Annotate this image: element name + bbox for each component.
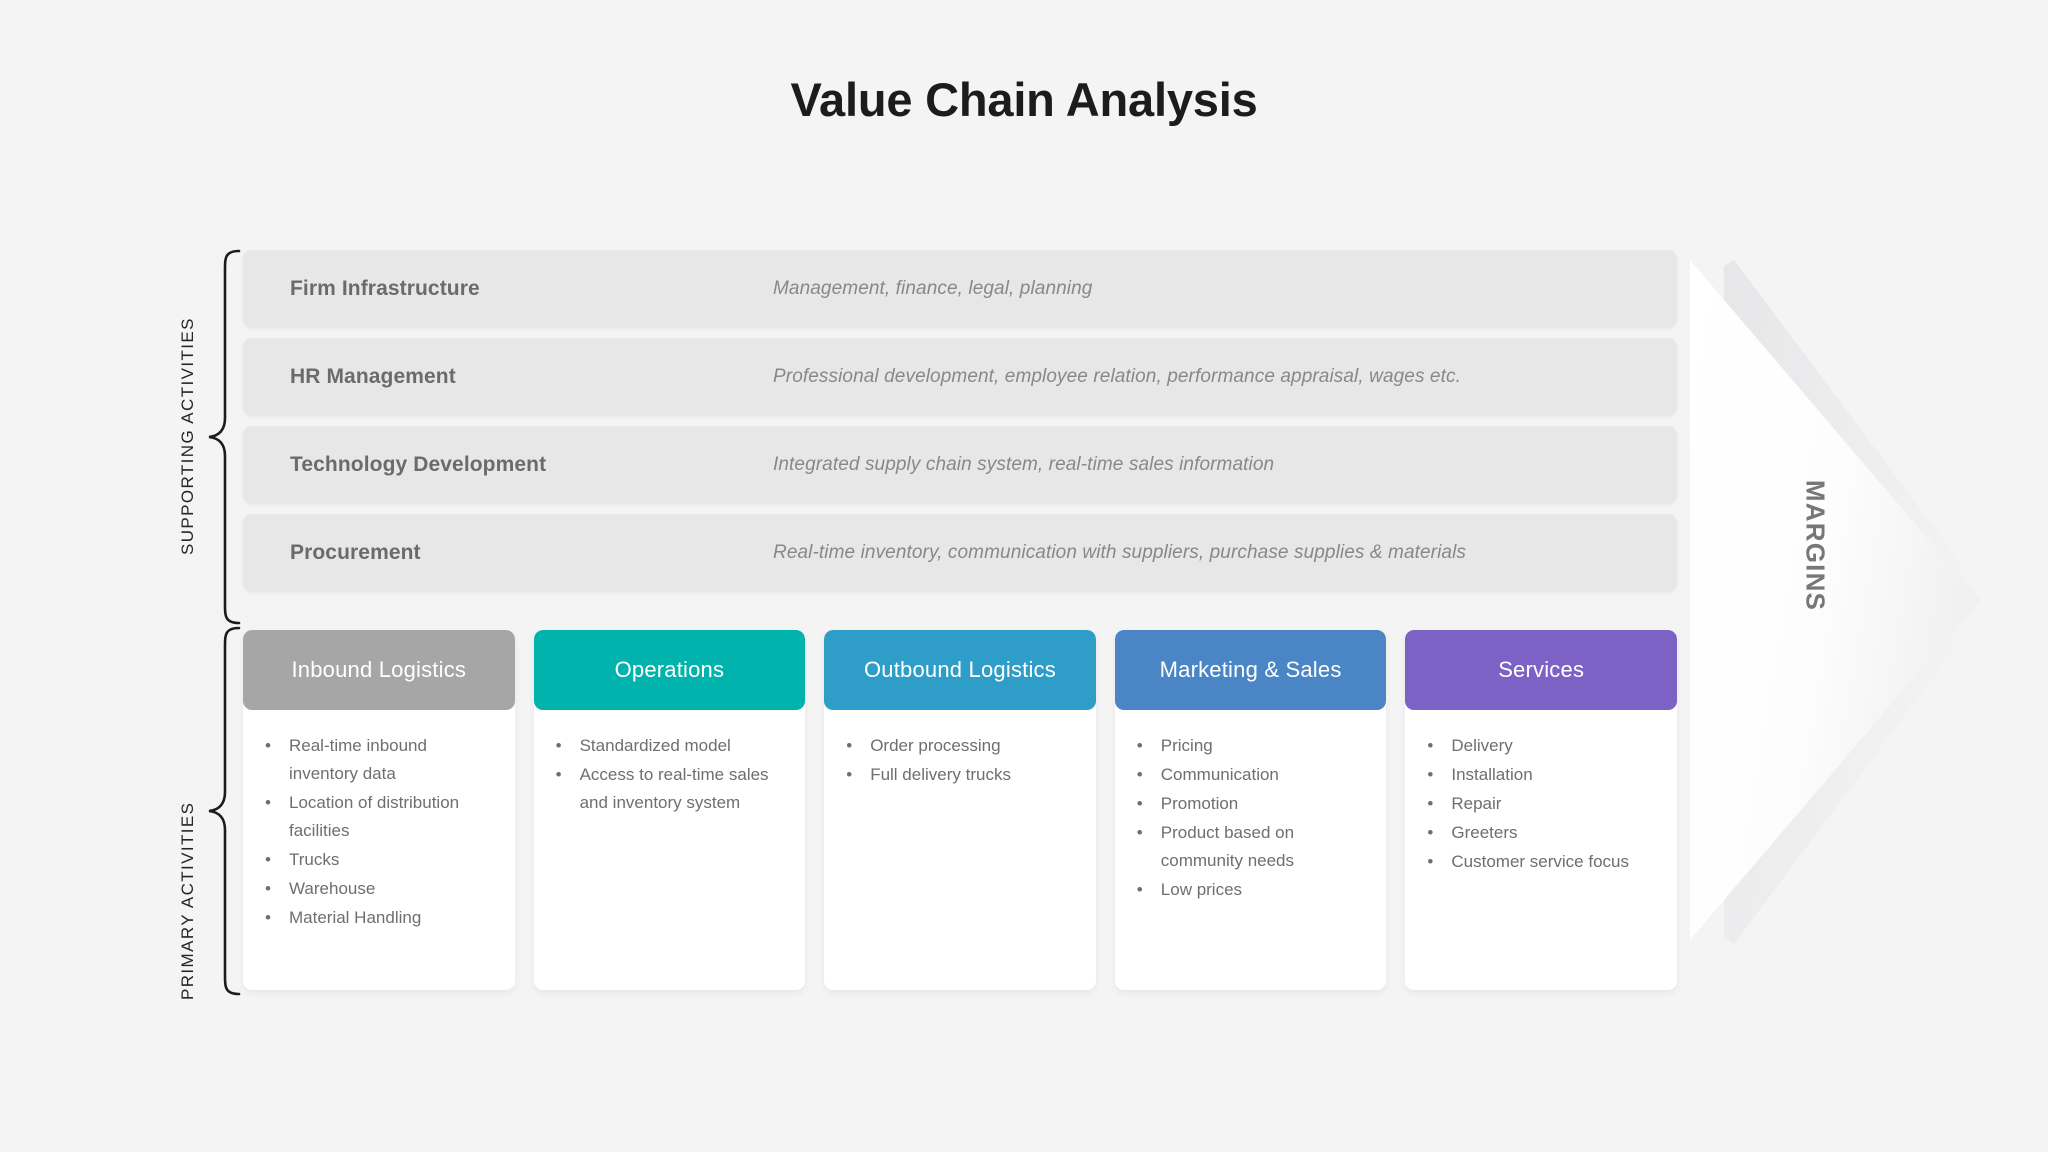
- supporting-activity-description: Management, finance, legal, planning: [773, 278, 1093, 299]
- primary-activity-card[interactable]: Services • Delivery • Installation • Repair • G…: [1405, 630, 1677, 990]
- margins-label: MARGINS: [1800, 479, 1831, 612]
- bullet-dot-icon: •: [1427, 736, 1434, 755]
- primary-activity-items: • Real-time inbound inventory data • Locati…: [243, 710, 515, 990]
- supporting-activity-title: HR Management: [290, 365, 456, 388]
- bullet-dot-icon: •: [1136, 880, 1143, 899]
- bullet-text: Material Handling: [289, 908, 422, 927]
- bullet-item: • Greeters: [1427, 819, 1661, 847]
- bullet-text: Standardized model: [579, 736, 731, 755]
- bullet-text: Promotion: [1160, 794, 1239, 813]
- primary-activity-card[interactable]: Outbound Logistics • Order processing • Ful…: [824, 630, 1096, 990]
- bullet-text: Pricing: [1160, 736, 1213, 755]
- supporting-activity-title: Firm Infrastructure: [290, 277, 480, 300]
- supporting-activities-brace: [208, 249, 241, 625]
- supporting-activities-label: SUPPORTING ACTIVITIES: [178, 317, 197, 555]
- bullet-item: • Repair: [1427, 790, 1661, 818]
- bullet-text: Customer service focus: [1451, 852, 1629, 871]
- bullet-text: Low prices: [1160, 880, 1243, 899]
- bullet-item: • Standardized model: [556, 732, 790, 760]
- bullet-item: • Low prices: [1137, 876, 1371, 904]
- margins-arrow: [1690, 260, 1990, 944]
- bullet-item: • Real-time inbound inventory data: [265, 732, 499, 788]
- bullet-dot-icon: •: [1427, 823, 1434, 842]
- bullet-item: • Material Handling: [265, 904, 499, 932]
- primary-activity-card[interactable]: Operations • Standardized model • Access to…: [533, 630, 806, 990]
- bullet-text: Access to real-time sales and inventory …: [579, 765, 769, 812]
- bullet-dot-icon: •: [265, 908, 271, 927]
- bullet-item: • Pricing: [1137, 732, 1371, 760]
- primary-activity-card[interactable]: Inbound Logistics • Real-time inbound inv…: [243, 630, 515, 990]
- primary-activity-card[interactable]: Marketing & Sales • Pricing • Communication…: [1114, 630, 1387, 990]
- bullet-text: Installation: [1451, 765, 1533, 784]
- bullet-item: • Order processing: [846, 732, 1080, 760]
- supporting-activity-row[interactable]: Procurement Real-time inventory, communi…: [243, 514, 1677, 592]
- bullet-item: • Access to real-time sales and inventory…: [556, 761, 790, 817]
- supporting-activity-description: Professional development, employee relat…: [773, 366, 1461, 387]
- bullet-text: Product based on community needs: [1160, 823, 1295, 870]
- bullet-text: Greeters: [1451, 823, 1518, 842]
- primary-activity-header[interactable]: Outbound Logistics: [824, 630, 1096, 710]
- bullet-dot-icon: •: [846, 736, 853, 755]
- supporting-activity-title: Technology Development: [290, 453, 547, 476]
- bullet-dot-icon: •: [1427, 794, 1434, 813]
- bullet-text: Location of distribution facilities: [289, 793, 460, 840]
- primary-activity-items: • Standardized model • Access to real-time …: [534, 710, 806, 990]
- primary-activity-header[interactable]: Operations: [533, 630, 806, 710]
- bullet-item: • Product based on community needs: [1137, 819, 1371, 875]
- primary-activity-header[interactable]: Services: [1405, 630, 1677, 710]
- primary-activities-label: PRIMARY ACTIVITIES: [178, 801, 197, 1000]
- bullet-dot-icon: •: [1136, 823, 1143, 842]
- primary-activity-items: • Pricing • Communication • Promotion • Product…: [1115, 710, 1387, 990]
- bullet-dot-icon: •: [555, 765, 562, 784]
- bullet-item: • Full delivery trucks: [846, 761, 1080, 789]
- primary-activity-header[interactable]: Inbound Logistics: [243, 630, 515, 710]
- bullet-text: Repair: [1451, 794, 1502, 813]
- supporting-activity-row[interactable]: Firm Infrastructure Management, finance,…: [243, 250, 1677, 328]
- bullet-text: Delivery: [1451, 736, 1513, 755]
- supporting-activity-description: Real-time inventory, communication with …: [773, 542, 1466, 563]
- primary-activity-items: • Delivery • Installation • Repair • Greeters • C…: [1405, 710, 1677, 990]
- primary-activity-header[interactable]: Marketing & Sales: [1114, 630, 1387, 710]
- bullet-dot-icon: •: [846, 765, 853, 784]
- supporting-activity-title: Procurement: [290, 541, 421, 564]
- bullet-text: Communication: [1160, 765, 1279, 784]
- supporting-activities-list: Firm Infrastructure Management, finance,…: [243, 250, 1677, 602]
- bullet-dot-icon: •: [1136, 736, 1143, 755]
- supporting-activity-row[interactable]: Technology Development Integrated supply…: [243, 426, 1677, 504]
- bullet-dot-icon: •: [265, 879, 271, 898]
- bullet-item: • Trucks: [265, 846, 499, 874]
- bullet-item: • Location of distribution facilities: [265, 789, 499, 845]
- primary-activities-brace: [208, 626, 241, 996]
- bullet-dot-icon: •: [1427, 765, 1434, 784]
- bullet-dot-icon: •: [1136, 765, 1143, 784]
- bullet-dot-icon: •: [555, 736, 562, 755]
- supporting-activity-row[interactable]: HR Management Professional development, …: [243, 338, 1677, 416]
- bullet-item: • Warehouse: [265, 875, 499, 903]
- page-title: Value Chain Analysis: [790, 73, 1258, 126]
- bullet-text: Order processing: [870, 736, 1001, 755]
- bullet-item: • Customer service focus: [1427, 848, 1661, 876]
- bullet-text: Real-time inbound inventory data: [289, 736, 427, 783]
- primary-activities-columns: Inbound Logistics • Real-time inbound inv…: [243, 630, 1677, 990]
- bullet-dot-icon: •: [1427, 852, 1434, 871]
- bullet-dot-icon: •: [1136, 794, 1143, 813]
- bullet-item: • Communication: [1137, 761, 1371, 789]
- bullet-text: Full delivery trucks: [870, 765, 1011, 784]
- bullet-text: Trucks: [289, 850, 340, 869]
- bullet-dot-icon: •: [265, 736, 271, 755]
- bullet-item: • Delivery: [1427, 732, 1661, 760]
- bullet-dot-icon: •: [265, 850, 271, 869]
- bullet-item: • Installation: [1427, 761, 1661, 789]
- primary-activity-items: • Order processing • Full delivery trucks: [824, 710, 1096, 990]
- bullet-dot-icon: •: [265, 793, 271, 812]
- supporting-activity-description: Integrated supply chain system, real-tim…: [773, 454, 1275, 475]
- bullet-text: Warehouse: [289, 879, 376, 898]
- bullet-item: • Promotion: [1137, 790, 1371, 818]
